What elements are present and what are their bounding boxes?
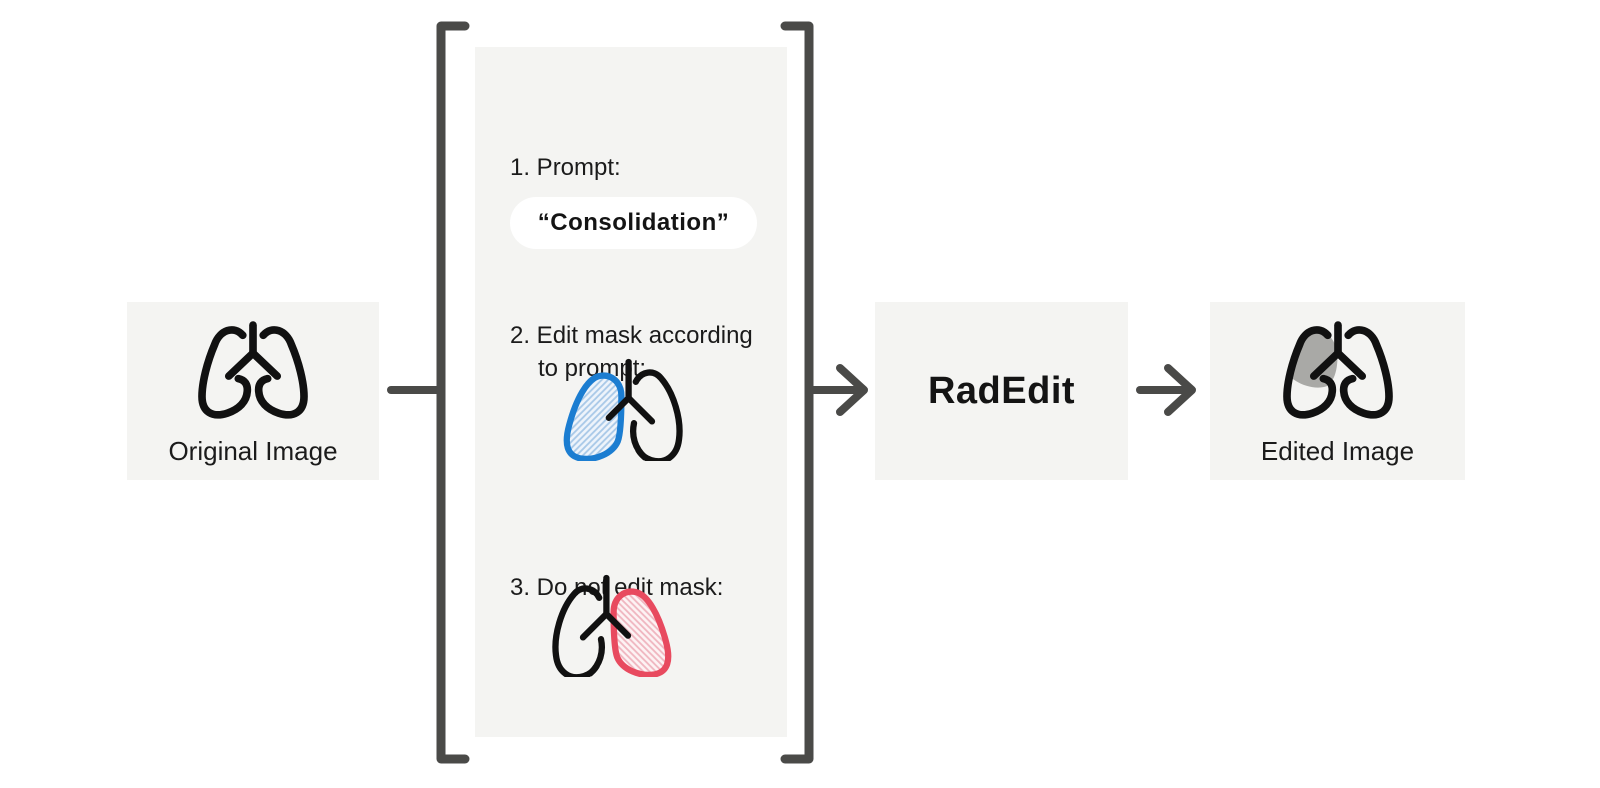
- arrow-right-icon: [1136, 364, 1196, 416]
- edited-image-box: Edited Image: [1210, 302, 1465, 480]
- right-bronchus: [249, 349, 282, 380]
- edit-mask-left-lung: [563, 372, 625, 461]
- right-lung-outline: [632, 369, 683, 461]
- right-bronchus: [603, 610, 632, 639]
- edited-image-label: Edited Image: [1260, 436, 1415, 466]
- radedit-model-box: RadEdit: [875, 302, 1128, 480]
- left-bronchus: [605, 394, 632, 421]
- lungs-right-lung-highlighted-icon: [552, 574, 672, 677]
- radedit-title: RadEdit: [927, 369, 1076, 412]
- lungs-with-consolidation-region-icon: [1282, 321, 1393, 419]
- keep-mask-right-lung: [610, 588, 672, 677]
- left-bronchus: [579, 610, 610, 641]
- right-lung-notch: [630, 420, 648, 461]
- right-bracket: [780, 21, 814, 764]
- left-lung-outline: [552, 585, 603, 677]
- right-lung-outline: [1339, 326, 1393, 419]
- left-bracket: [436, 21, 470, 764]
- prompt-pill: “Consolidation”: [510, 197, 757, 249]
- inputs-panel: 1. Prompt: “Consolidation” 2. Edit mask …: [475, 47, 787, 737]
- edit-mask-step-label-line1: 2. Edit mask according: [510, 322, 753, 349]
- left-bronchus: [224, 349, 257, 380]
- left-bronchus: [1309, 349, 1342, 380]
- left-lung-outline: [198, 326, 252, 419]
- lungs-left-lung-highlighted-icon: [563, 358, 683, 461]
- prompt-step-label: 1. Prompt:: [510, 154, 621, 181]
- right-lung-outline: [254, 326, 308, 419]
- prompt-text: “Consolidation”: [537, 209, 730, 236]
- arrow-right-icon: [808, 364, 868, 416]
- lungs-icon: [198, 321, 308, 419]
- original-image-label: Original Image: [168, 436, 338, 466]
- right-bronchus: [1333, 349, 1366, 380]
- original-image-box: Original Image: [127, 302, 379, 480]
- left-lung-notch: [587, 636, 605, 677]
- right-bronchus: [625, 394, 656, 425]
- left-lung-outline: [1282, 326, 1336, 419]
